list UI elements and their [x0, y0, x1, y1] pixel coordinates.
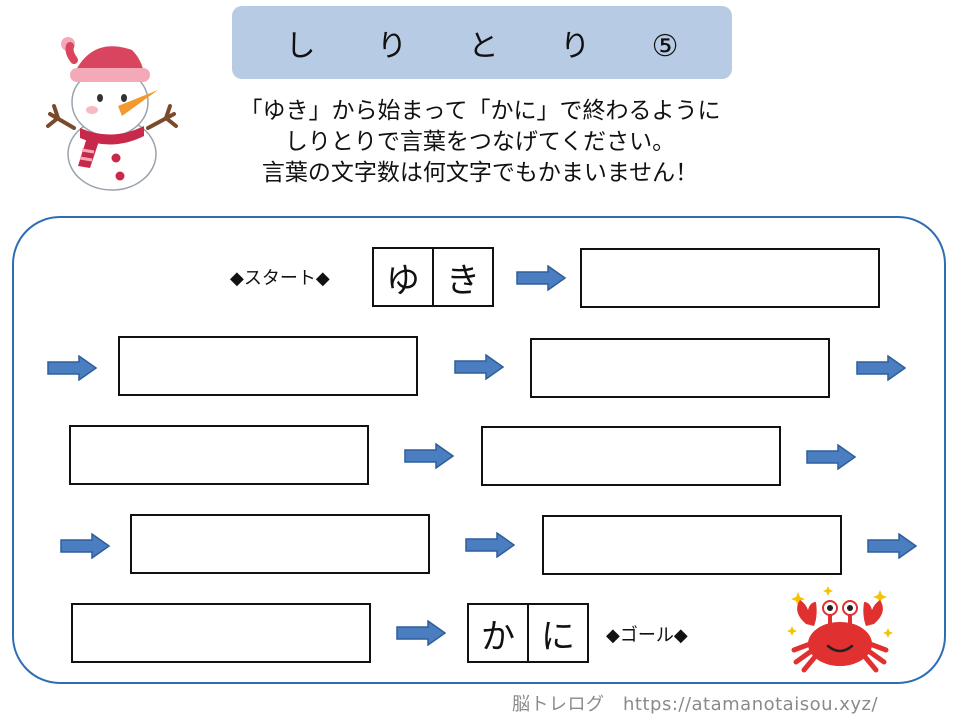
instruction-line: しりとりで言葉をつなげてください。 [284, 129, 676, 155]
arrow-right-icon [404, 443, 454, 469]
start-char: き [432, 249, 492, 305]
answer-box[interactable] [542, 515, 842, 575]
arrow-right-icon [856, 355, 906, 381]
instructions: 「ゆき」から始まって「かに」で終わるように しりとりで言葉をつなげてください。 … [180, 96, 780, 189]
page-title: し り と り ⑤ [232, 6, 732, 79]
instruction-line: 言葉の文字数は何文字でもかまいません！ [261, 160, 699, 186]
arrow-right-icon [867, 533, 917, 559]
start-label: ◆スタート◆ [230, 268, 330, 289]
goal-char: に [527, 605, 587, 661]
arrow-right-icon [60, 533, 110, 559]
goal-char: か [481, 616, 515, 657]
arrow-right-icon [465, 532, 515, 558]
arrow-right-icon [806, 444, 856, 470]
goal-label: ◆ゴール◆ [606, 625, 688, 646]
answer-box[interactable] [481, 426, 781, 486]
answer-box[interactable] [118, 336, 418, 396]
crab-icon [787, 586, 893, 673]
answer-box[interactable] [530, 338, 830, 398]
start-word-box: ゆ き [372, 247, 494, 307]
answer-box[interactable] [71, 603, 371, 663]
arrow-right-icon [47, 355, 97, 381]
snowman-icon [46, 37, 178, 191]
answer-box[interactable] [580, 248, 880, 308]
goal-word-box: か に [467, 603, 589, 663]
instruction-line: 「ゆき」から始まって「かに」で終わるように [239, 98, 721, 124]
start-char: ゆ [386, 260, 420, 301]
arrow-right-icon [516, 265, 566, 291]
answer-box[interactable] [69, 425, 369, 485]
arrow-right-icon [454, 354, 504, 380]
arrow-right-icon [396, 620, 446, 646]
puzzle-frame [12, 216, 946, 684]
footer-credit: 脳トレログ https://atamanotaisou.xyz/ [512, 694, 879, 715]
answer-box[interactable] [130, 514, 430, 574]
